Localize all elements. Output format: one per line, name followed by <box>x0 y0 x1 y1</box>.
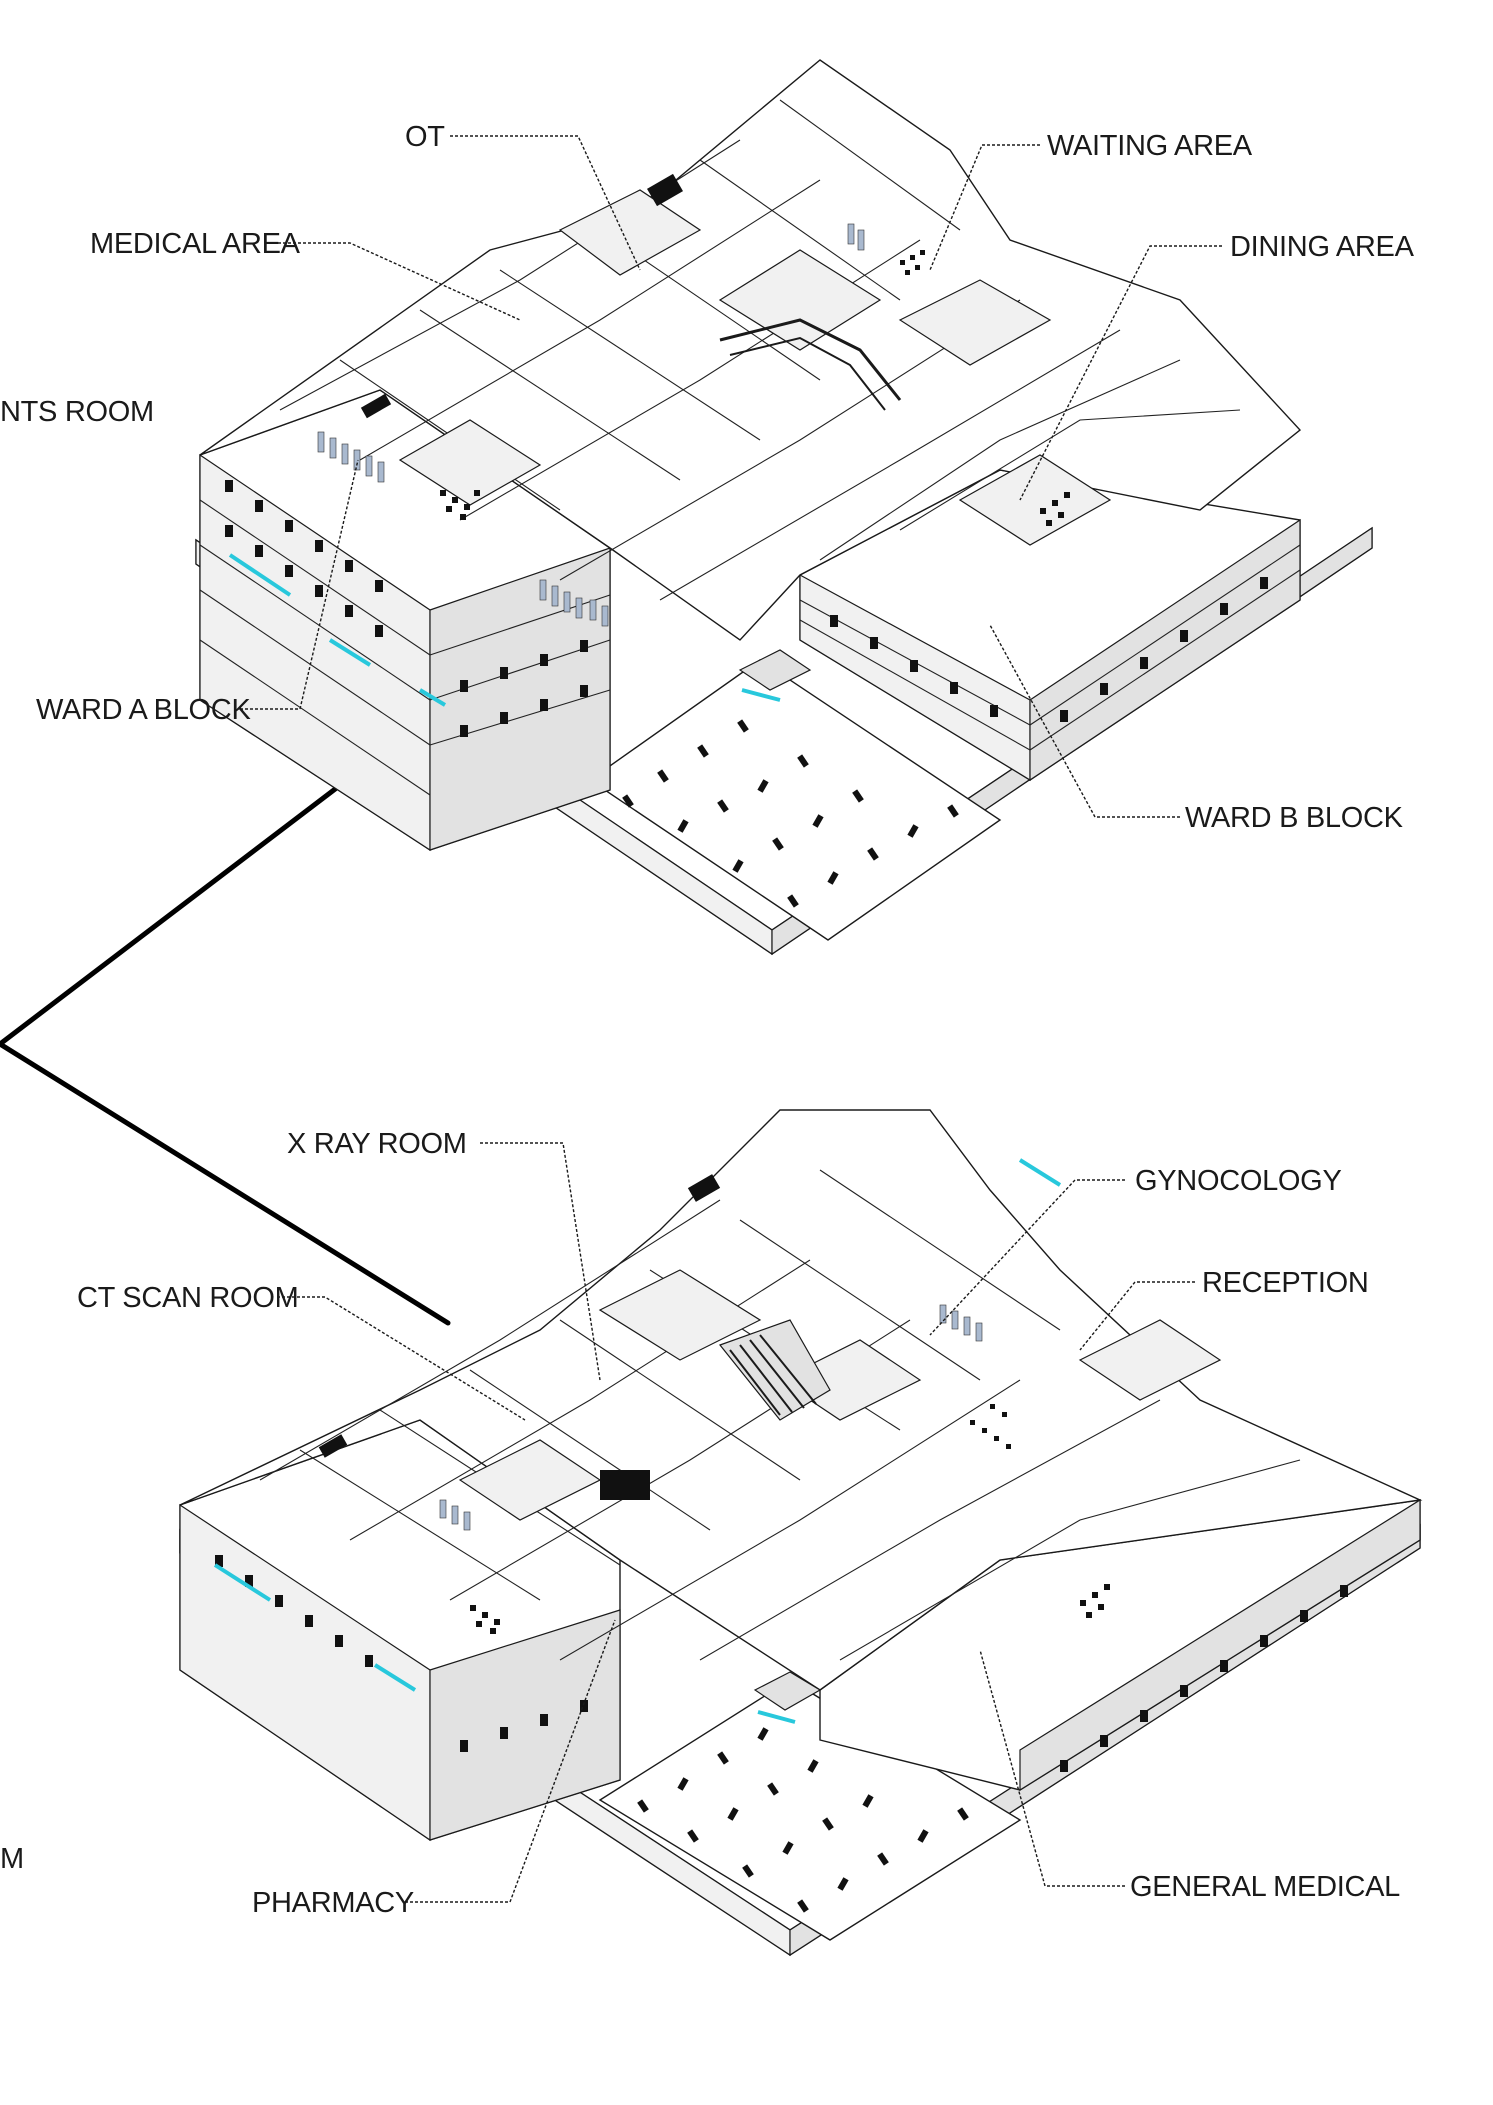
label-gynocology: GYNOCOLOGY <box>1135 1165 1342 1197</box>
label-dining-area: DINING AREA <box>1230 231 1415 263</box>
label-x-ray-room: X RAY ROOM <box>287 1128 467 1160</box>
room-partitions-lower <box>259 1169 1301 1661</box>
furniture-upper <box>360 173 1070 526</box>
beds-upper <box>317 223 865 627</box>
windows-right <box>830 577 1268 722</box>
parking-cars-upper <box>622 719 959 908</box>
window-rows-right <box>799 544 1301 751</box>
label-ward-a-block: WARD A BLOCK <box>36 694 251 726</box>
label-nts-room: NTS ROOM <box>0 396 154 428</box>
label-leaders <box>240 135 1222 1903</box>
stairs-lower <box>729 1334 817 1416</box>
windows-left <box>225 480 588 737</box>
central-staircase-upper <box>719 318 902 411</box>
label-pharmacy: PHARMACY <box>252 1887 414 1919</box>
room-partitions-upper <box>279 99 1241 601</box>
furniture-lower <box>318 1174 1110 1634</box>
label-waiting-area: WAITING AREA <box>1047 130 1253 162</box>
label-general-medical: GENERAL MEDICAL <box>1130 1871 1400 1903</box>
label-m: M <box>0 1843 24 1875</box>
label-ward-b-block: WARD B BLOCK <box>1185 802 1404 834</box>
upper-floor-model <box>195 59 1373 956</box>
label-ot: OT <box>405 121 445 153</box>
diagram-labels: OT WAITING AREA MEDICAL AREA DINING AREA… <box>0 121 1415 1919</box>
parking-cars-lower <box>637 1727 969 1913</box>
label-reception: RECEPTION <box>1202 1267 1369 1299</box>
windows-lower-left <box>215 1555 588 1752</box>
windows-lower-right <box>1060 1585 1348 1772</box>
beds-lower <box>439 1304 983 1531</box>
label-ct-scan-room: CT SCAN ROOM <box>77 1282 298 1314</box>
label-medical-area: MEDICAL AREA <box>90 228 301 260</box>
lower-floor-model <box>179 1109 1423 1957</box>
